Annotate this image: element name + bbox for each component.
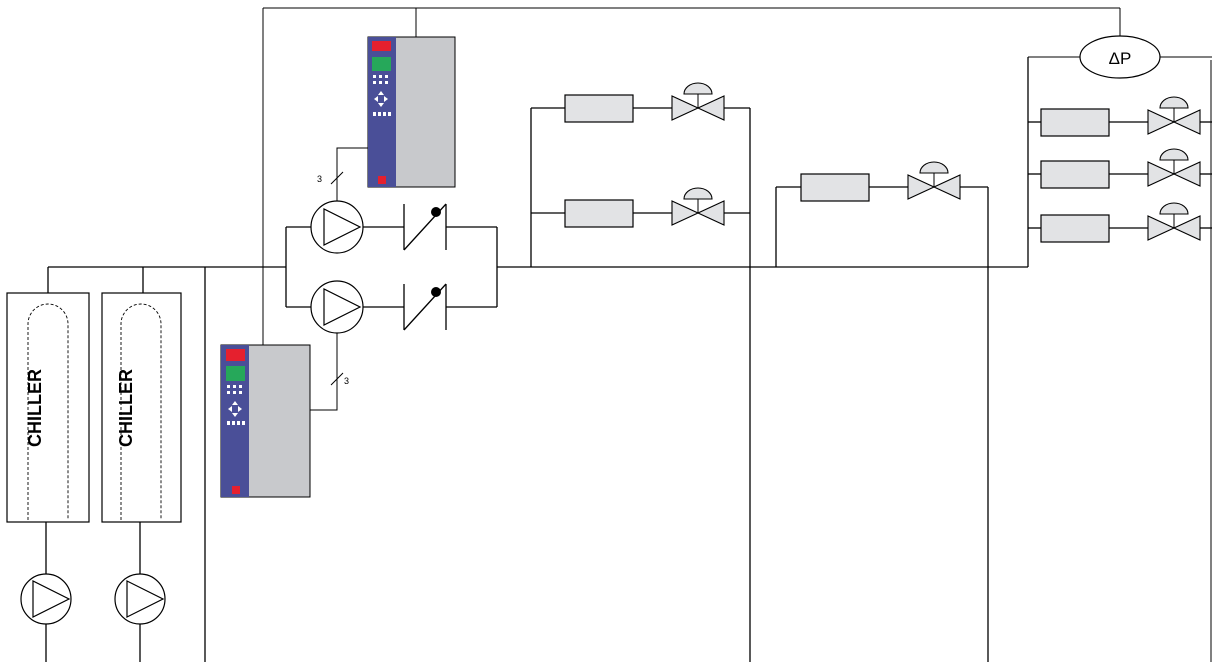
pump-1-cable: 3: [317, 147, 370, 201]
chiller-pump-2: [114, 522, 166, 662]
distribution-pump-1: [310, 200, 364, 254]
control-valve: [1147, 202, 1201, 241]
cooling-coil: [1040, 160, 1110, 189]
pump-loop: [285, 226, 498, 308]
control-valve: [671, 187, 725, 226]
check-valve-2: [403, 283, 447, 331]
cooling-coil: [564, 94, 634, 123]
load-group-1: [530, 107, 751, 267]
main-piping: [47, 60, 1212, 662]
cooling-coil: [1040, 108, 1110, 137]
cooling-coil: [800, 173, 870, 202]
chiller-2: CHILLER: [101, 292, 182, 523]
chiller-2-label: CHILLER: [116, 369, 136, 447]
check-valve-1: [403, 203, 447, 251]
control-valve: [671, 82, 725, 121]
pump-2-cable: 3: [310, 333, 349, 411]
return-stubs: [1200, 121, 1212, 229]
control-valve: [1147, 148, 1201, 187]
chiller-1: CHILLER: [6, 292, 90, 523]
differential-pressure-sensor: ΔP: [1079, 35, 1161, 79]
load-group-3: [1027, 56, 1212, 267]
frequency-drive-2: [220, 344, 311, 498]
cooling-coil: [564, 199, 634, 228]
cooling-coil: [1040, 214, 1110, 243]
cable-count-top: 3: [317, 174, 322, 184]
control-valve: [1147, 96, 1201, 135]
control-wiring: [262, 7, 1121, 345]
frequency-drive-1: [367, 36, 456, 188]
cable-count-bottom: 3: [344, 376, 349, 386]
chiller-pump-1: [20, 522, 72, 662]
control-valve: [907, 161, 961, 200]
load-group-2: [775, 186, 989, 267]
chiller-1-label: CHILLER: [25, 369, 45, 447]
differential-pressure-label: ΔP: [1109, 49, 1132, 68]
distribution-pump-2: [310, 280, 364, 334]
